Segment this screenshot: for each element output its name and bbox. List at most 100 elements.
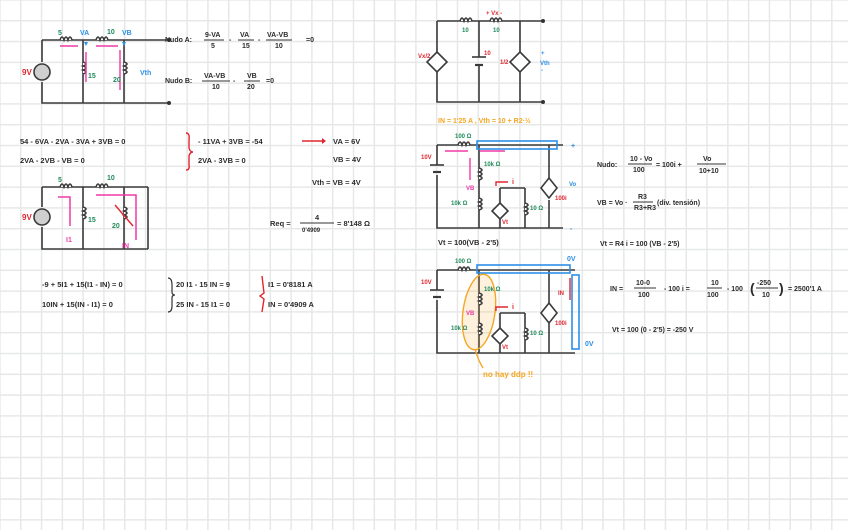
- req-equation: Req = 4 0'4909 = 8'148 Ω: [270, 213, 370, 234]
- circuit4-eqs-vb-num: R3: [638, 194, 647, 201]
- nodal-eq-b-t2-den: 20: [247, 84, 255, 91]
- circuit3-dep-current: 1/2: [500, 60, 509, 66]
- circuit4-eqs-nudo-t2-den: 10+10: [699, 168, 719, 175]
- nodal-eq-a-t3-num: VA-VB: [267, 32, 288, 39]
- nodal-eq-a-t2-den: 15: [242, 43, 250, 50]
- resistor-icon: [522, 202, 529, 216]
- system1-result-b: VB = 4V: [333, 155, 361, 164]
- circuit4-eqs-nudo-t1-num: 10 - Vo: [630, 156, 652, 163]
- voltage-source-icon: [33, 63, 51, 81]
- resistor-icon: [476, 197, 483, 211]
- circuit4-plus: +: [571, 143, 575, 150]
- circuit2-r2: 10: [107, 175, 115, 182]
- circuit4-vb: VB: [466, 186, 475, 192]
- nodal-eq-b-t2-num: VB: [247, 73, 257, 80]
- circuit2-source: 9V: [22, 213, 32, 222]
- system1-result-a: VA = 6V: [333, 137, 360, 146]
- nodal-eq-a-t2-num: VA: [240, 32, 249, 39]
- circuit5-vt: Vt: [502, 345, 508, 351]
- req-label: Req =: [270, 219, 291, 228]
- circuit4-i: i: [512, 179, 514, 186]
- system-1: 54 - 6VA - 2VA - 3VA + 3VB = 0 2VA - 2VB…: [20, 132, 361, 187]
- nodal-eq-b-rhs: =0: [266, 78, 274, 85]
- circuit5-eqs-mid1: - 100 i =: [664, 286, 690, 293]
- circuit3-battery: 10: [484, 51, 491, 57]
- dependent-source-icon: [490, 201, 510, 221]
- circuit4-r-bot: 10k Ω: [451, 201, 468, 207]
- dependent-source-icon: [539, 301, 559, 325]
- node-a-label: VA: [80, 30, 89, 37]
- resistor-icon: [522, 327, 529, 341]
- circuit4-dep: 100i: [555, 196, 567, 202]
- circuit5-eqs-t3-num: -250: [757, 280, 771, 287]
- mesh-system: -9 + 5I1 + 15(I1 - IN) = 0 10IN + 15(IN …: [42, 275, 314, 313]
- node-b-label: VB: [122, 30, 132, 37]
- circuit-3: Vx/2 10 10 + Vx - 10 1/2 + Vth - IN = 1'…: [418, 11, 550, 125]
- resistor-icon: [476, 322, 483, 336]
- resistor-icon: [457, 266, 471, 273]
- circuit3-dep-source: Vx/2: [418, 54, 431, 60]
- circuit5-r-top: 100 Ω: [455, 259, 472, 265]
- resistor-icon: [476, 167, 483, 181]
- circuit5-in: IN: [558, 291, 564, 297]
- source-label: 9V: [22, 68, 32, 77]
- circuit5-zero-top: 0V: [567, 256, 576, 263]
- circuit5-eqs-in-label: IN =: [610, 286, 623, 293]
- resistor-icon: [80, 206, 87, 220]
- circuit5-r-mid: 10k Ω: [484, 287, 501, 293]
- circuit4-eqs-nudo-mid: = 100i +: [656, 162, 682, 169]
- circuit2-r1: 5: [58, 177, 62, 184]
- vth-label: Vth: [140, 70, 151, 77]
- circuit5-r-right: 10 Ω: [530, 331, 543, 337]
- current-arrow-icon: [60, 45, 121, 90]
- circuit4-minus: -: [570, 226, 573, 233]
- circuit5-i: i: [512, 304, 514, 311]
- circuit-2: 9V 5 10 15 20 I1 IN: [22, 175, 149, 250]
- r3-label: 15: [88, 73, 96, 80]
- dependent-source-icon: [490, 326, 510, 346]
- circuit4-vt: Vt: [502, 220, 508, 226]
- resistor-icon: [59, 183, 73, 190]
- req-result: = 8'148 Ω: [337, 219, 370, 228]
- circuit5-note: no hay ddp !!: [483, 370, 533, 379]
- highlight-box: [476, 140, 558, 150]
- circuit5-eqs-t2-den: 100: [707, 292, 719, 299]
- circuit5-vb: VB: [466, 311, 475, 317]
- resistor-icon: [457, 141, 471, 148]
- resistor-icon: [59, 36, 73, 43]
- system1-vth: Vth = VB = 4V: [312, 178, 361, 187]
- resistor-icon: [459, 17, 473, 24]
- svg-text:-: -: [258, 37, 261, 44]
- circuit4-eqs-nudo-label: Nudo:: [597, 162, 617, 169]
- circuit-4: 100 Ω 10V 10k Ω 10k Ω VB Vt i 10 Ω 100i …: [421, 134, 577, 247]
- nodal-equations: Nudo A: 9-VA 5 - VA 15 - VA-VB 10 =0 Nud…: [165, 32, 314, 91]
- mesh-r-line2: IN = 0'4909 A: [268, 300, 314, 309]
- circuit4-vt-eq: Vt = 100(VB - 2'5): [438, 238, 499, 247]
- req-num: 4: [315, 213, 320, 222]
- mesh-s-line1: 20 I1 - 15 IN = 9: [176, 280, 230, 289]
- circuit3-output-minus: -: [541, 68, 543, 74]
- circuit3-note: IN = 1'25 A , Vth = 10 + R2·½: [438, 117, 531, 125]
- circuit2-r4: 20: [112, 223, 120, 230]
- mesh-current-in: [96, 194, 137, 240]
- dependent-source-icon: [508, 50, 532, 74]
- nodal-eq-b-label: Nudo B:: [165, 78, 192, 85]
- circuit5-source: 10V: [421, 280, 432, 286]
- svg-text:(: (: [750, 280, 755, 296]
- nodal-eq-a-t1-den: 5: [211, 43, 215, 50]
- circuit5-eqs-t2-num: 10: [711, 280, 719, 287]
- circuit5-zero-side: 0V: [585, 341, 594, 348]
- nodal-eq-b-t1-num: VA-VB: [204, 73, 225, 80]
- resistor-icon: [95, 36, 109, 43]
- dependent-source-icon: [539, 176, 559, 200]
- system1-s-line1: - 11VA + 3VB = -54: [198, 137, 263, 146]
- circuit5-eqs-vt-line: Vt = 100 (0 - 2'5) = -250 V: [612, 327, 694, 334]
- r2-label: 10: [107, 29, 115, 36]
- circuit5-eqs-t1-num: 10-0: [636, 280, 650, 287]
- dependent-source-icon: [425, 50, 449, 74]
- highlight-box: [476, 264, 571, 274]
- circuit5-dep: 100i: [555, 321, 567, 327]
- circuit4-r-top: 100 Ω: [455, 134, 472, 140]
- circuit5-eqs-t1-den: 100: [638, 292, 650, 299]
- circuit2-in: IN: [122, 243, 129, 250]
